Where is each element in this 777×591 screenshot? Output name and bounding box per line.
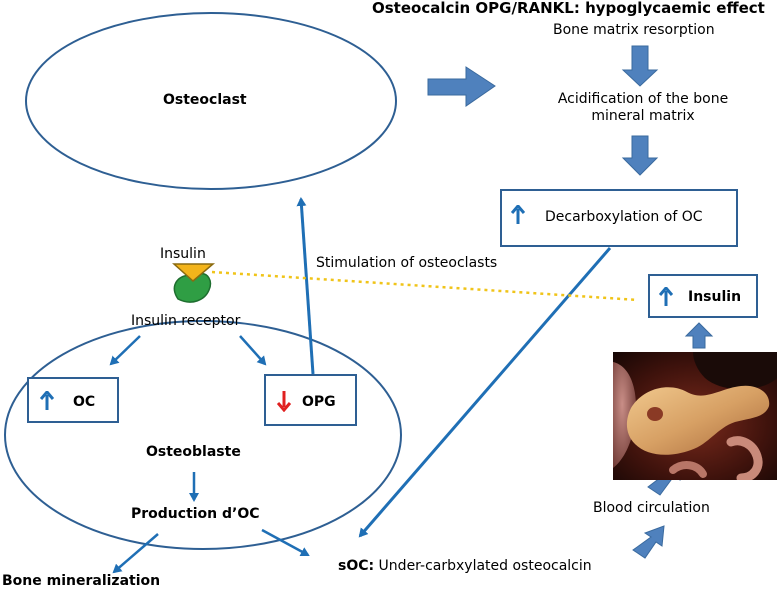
block-arrow-diag-2 (632, 525, 665, 559)
arrow-opg-to-osteoclast (296, 197, 315, 375)
blood-circulation-label: Blood circulation (593, 500, 710, 516)
soc-label: sOC: Under-carbxylated osteocalcin (338, 558, 592, 575)
oc-label: OC (73, 394, 96, 410)
soc-text: Under-carbxylated osteocalcin (374, 558, 592, 574)
step-acidification: Acidification of the bone mineral matrix (548, 91, 738, 125)
production-label: Production d’OC (131, 506, 260, 522)
arrow-decarboxylation-to-soc (358, 247, 612, 538)
arrow-receptor-to-opg (239, 335, 267, 366)
opg-box: OPG (264, 374, 357, 426)
decarboxylation-box: Decarboxylation of OC (500, 189, 738, 247)
step-bone-matrix-resorption: Bone matrix resorption (553, 22, 715, 38)
stimulation-label: Stimulation of osteoclasts (316, 255, 498, 271)
arrow-production-to-soc (261, 528, 310, 557)
insulin-ligand-label: Insulin (160, 246, 206, 262)
up-arrow-icon (659, 287, 673, 306)
opg-label: OPG (302, 394, 336, 410)
step-acidification-line2: mineral matrix (591, 108, 695, 124)
block-arrow-down-2 (621, 135, 659, 176)
ligand-icon (172, 263, 216, 282)
block-arrow-down-1 (621, 45, 659, 87)
step-acidification-line1: Acidification of the bone (557, 91, 729, 107)
insulin-box: Insulin (648, 274, 758, 318)
arrow-production-to-mineralization (112, 533, 159, 574)
decarboxylation-label: Decarboxylation of OC (545, 209, 703, 225)
block-arrow-up-small (684, 322, 714, 349)
osteoclast-label: Osteoclast (163, 92, 247, 108)
soc-bold: sOC: (338, 558, 375, 574)
bone-mineralization-label: Bone mineralization (2, 573, 161, 589)
page-title: Osteocalcin OPG/RANKL: hypoglycaemic eff… (372, 0, 765, 17)
arrow-receptor-to-oc (109, 335, 141, 366)
up-arrow-icon (511, 205, 525, 224)
pancreas-illustration (613, 352, 777, 480)
oc-box: OC (27, 377, 119, 423)
down-arrow-icon (277, 391, 291, 412)
insulin-receptor-label: Insulin receptor (131, 313, 241, 329)
block-arrow-right (427, 66, 496, 107)
receptor-icon (173, 272, 212, 303)
osteoblast-cell (4, 320, 402, 550)
up-arrow-icon (40, 391, 54, 410)
dotted-line-insulin (211, 270, 639, 302)
osteoclast-cell (25, 12, 397, 190)
insulin-box-label: Insulin (688, 289, 742, 305)
pancreas-image (613, 352, 777, 480)
osteoblaste-label: Osteoblaste (146, 444, 241, 460)
